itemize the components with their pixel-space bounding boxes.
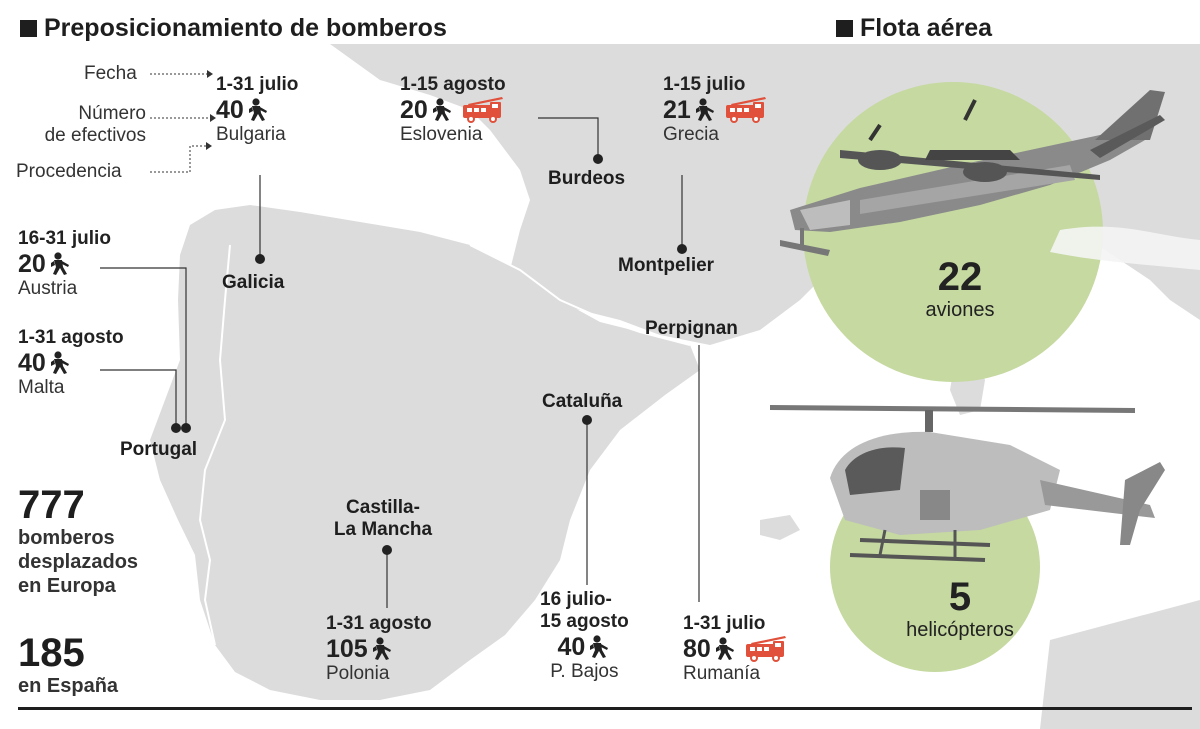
fleet-planes: 22 aviones xyxy=(880,256,1040,322)
legend-numero-line-2: de efectivos xyxy=(44,125,146,146)
count: 40 xyxy=(557,633,586,661)
dates: 1-31 julio xyxy=(683,613,766,634)
origin: Polonia xyxy=(326,663,390,684)
total-europe: 777 bomberos desplazados en Europa xyxy=(18,484,138,598)
legend-numero-line-1: Número xyxy=(78,103,146,124)
connector-lines xyxy=(100,117,700,608)
firefighter-icon xyxy=(50,351,69,374)
place-galicia: Galicia xyxy=(222,272,285,293)
count-row: 21 xyxy=(663,96,773,124)
total-europe-line-3: en Europa xyxy=(18,575,116,597)
total-spain-count: 185 xyxy=(18,631,85,675)
iberia-land xyxy=(150,205,700,700)
firefighter-icon xyxy=(50,252,69,275)
place-perpignan: Perpignan xyxy=(645,318,738,339)
fire-truck-icon xyxy=(461,96,504,123)
firefighter-icon xyxy=(248,98,267,121)
africa-land xyxy=(1040,600,1200,729)
total-spain-line-1: en España xyxy=(18,675,119,697)
seaplane-icon xyxy=(780,90,1200,270)
firefighter-icon xyxy=(695,98,714,121)
legend-numero: Número de efectivos xyxy=(18,103,146,147)
france-land xyxy=(330,44,1010,345)
deployment-rumania: 1-31 julio 80 Rumanía xyxy=(683,613,793,685)
deployment-grecia: 1-15 julio 21 Grecia xyxy=(663,74,773,146)
main-title: Preposicionamiento de bomberos xyxy=(20,14,447,43)
place-castilla-line-1: Castilla- xyxy=(346,497,420,518)
deployment-pbajos: 16 julio- 15 agosto 40 P. Bajos xyxy=(540,589,629,683)
fleet-planes-label: aviones xyxy=(925,299,995,321)
location-dots xyxy=(171,154,687,555)
dates-line-2: 15 agosto xyxy=(540,611,629,632)
place-castilla: Castilla- La Mancha xyxy=(318,497,448,541)
total-europe-count: 777 xyxy=(18,483,85,527)
firefighter-icon xyxy=(432,98,451,121)
dates: 1-15 agosto xyxy=(400,74,506,95)
place-castilla-line-2: La Mancha xyxy=(333,519,433,540)
deployment-eslovenia: 1-15 agosto 20 Eslovenia xyxy=(400,74,510,146)
fleet-title-text: Flota aérea xyxy=(860,14,993,42)
dates-line-1: 16 julio- xyxy=(540,589,612,610)
origin: Rumanía xyxy=(683,663,761,684)
deployment-austria: 16-31 julio 20 Austria xyxy=(18,228,111,300)
count: 21 xyxy=(663,96,691,124)
deployment-bulgaria: 1-31 julio 40 Bulgaria xyxy=(216,74,298,146)
fleet-title-square-icon xyxy=(836,20,853,37)
bottom-rule xyxy=(18,707,1192,710)
deployment-polonia: 1-31 agosto 105 Polonia xyxy=(326,613,432,685)
place-cataluna: Cataluña xyxy=(542,391,623,412)
origin: Grecia xyxy=(663,124,719,145)
count-row: 40 xyxy=(216,96,298,124)
planes-circle xyxy=(803,82,1103,382)
count-row: 105 xyxy=(326,635,432,663)
place-montpelier: Montpelier xyxy=(618,255,715,276)
origin: Austria xyxy=(18,278,78,299)
fire-truck-icon xyxy=(744,635,787,662)
count-row: 20 xyxy=(18,250,111,278)
legend-fecha: Fecha xyxy=(84,63,137,84)
helicopter-icon xyxy=(770,405,1165,562)
origin: P. Bajos xyxy=(550,661,619,682)
fleet-helicopters: 5 helicópteros xyxy=(880,576,1040,642)
dates: 1-31 agosto xyxy=(18,327,124,348)
count-row: 40 xyxy=(540,633,629,661)
count: 80 xyxy=(683,635,711,663)
deployment-malta: 1-31 agosto 40 Malta xyxy=(18,327,124,399)
count: 105 xyxy=(326,635,368,663)
dates: 1-15 julio xyxy=(663,74,746,95)
main-title-text: Preposicionamiento de bomberos xyxy=(44,14,447,42)
fire-truck-icon xyxy=(724,96,767,123)
fleet-title: Flota aérea xyxy=(836,14,992,43)
count-row: 80 xyxy=(683,635,793,663)
count: 40 xyxy=(18,349,46,377)
origin: Malta xyxy=(18,377,65,398)
total-spain: 185 en España xyxy=(18,632,118,698)
fleet-heli-label: helicópteros xyxy=(906,619,1014,641)
dates: 1-31 agosto xyxy=(326,613,432,634)
title-square-icon xyxy=(20,20,37,37)
legend-arrowheads xyxy=(206,70,216,150)
count-row: 20 xyxy=(400,96,510,124)
count-row: 40 xyxy=(18,349,124,377)
dates: 16-31 julio xyxy=(18,228,111,249)
place-portugal: Portugal xyxy=(120,439,198,460)
dates: 1-31 julio xyxy=(216,74,299,95)
fleet-heli-count: 5 xyxy=(948,575,972,619)
count: 20 xyxy=(18,250,46,278)
firefighter-icon xyxy=(372,637,391,660)
legend-dotted-lines xyxy=(150,73,210,173)
count: 40 xyxy=(216,96,244,124)
balearic-land xyxy=(760,515,800,540)
total-europe-line-2: desplazados xyxy=(18,551,139,573)
place-burdeos: Burdeos xyxy=(548,168,626,189)
total-europe-line-1: bomberos xyxy=(18,527,115,549)
count: 20 xyxy=(400,96,428,124)
fleet-planes-count: 22 xyxy=(937,255,983,299)
origin: Bulgaria xyxy=(216,124,286,145)
legend-procedencia: Procedencia xyxy=(16,161,122,182)
firefighter-icon xyxy=(715,637,734,660)
origin: Eslovenia xyxy=(400,124,483,145)
firefighter-icon xyxy=(590,635,609,658)
